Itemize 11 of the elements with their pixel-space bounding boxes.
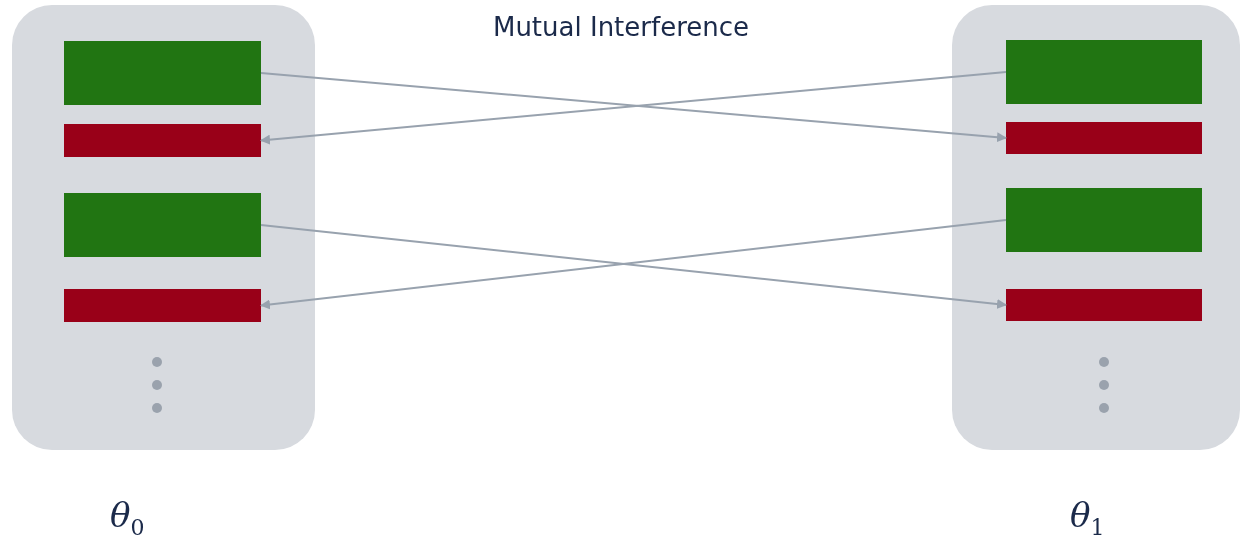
- panel-label: θ$_{1}$: [1070, 495, 1105, 540]
- layer-bar: [64, 41, 261, 105]
- panel-label: θ$_{0}$: [110, 495, 145, 540]
- layer-bar: [64, 193, 261, 257]
- layer-bar: [1006, 122, 1202, 154]
- diagram-title: Mutual Interference: [491, 12, 751, 42]
- layer-bar: [64, 124, 261, 157]
- layer-bar: [64, 289, 261, 322]
- layer-bar: [1006, 40, 1202, 104]
- layer-bar: [1006, 289, 1202, 321]
- layer-bar: [1006, 188, 1202, 252]
